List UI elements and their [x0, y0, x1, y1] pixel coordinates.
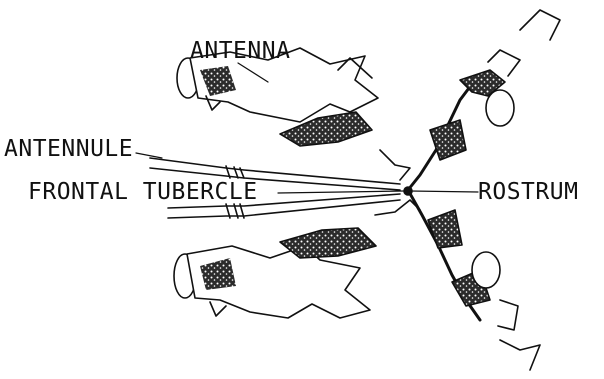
label-frontal-tubercle: FRONTAL TUBERCLE: [28, 181, 258, 204]
label-rostrum: ROSTRUM: [478, 181, 578, 204]
label-antenna: ANTENNA: [190, 40, 290, 63]
label-antennule: ANTENNULE: [4, 138, 133, 161]
lower-antenna: [174, 228, 376, 318]
